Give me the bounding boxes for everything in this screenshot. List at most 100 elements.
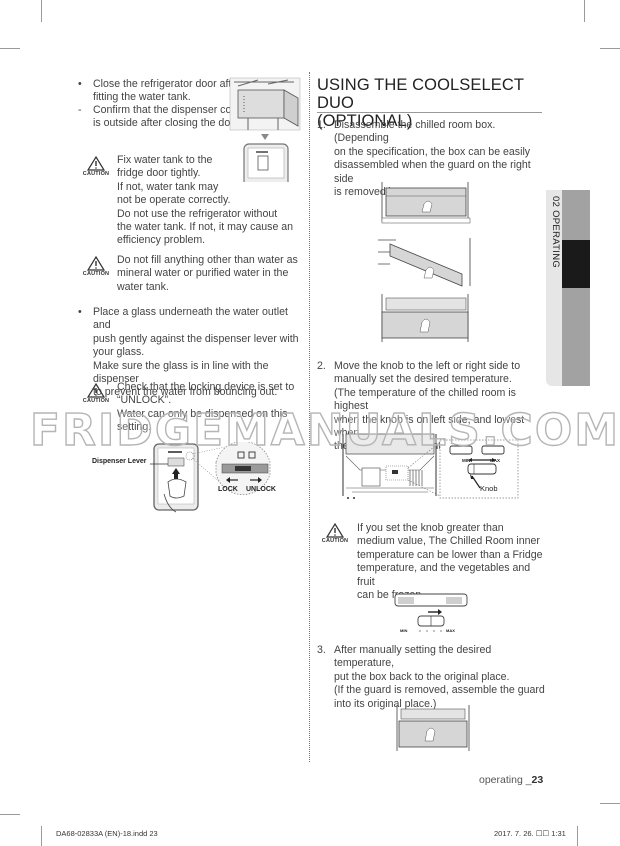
min-label: MIN [462,458,471,463]
caution-line: mineral water or purified water in the [117,267,289,280]
crop-mark [0,48,20,49]
column-divider [309,72,310,762]
caution-line: “UNLOCK”. [117,394,172,407]
file-info: DA68-02833A (EN)-18.indd 23 [56,829,158,838]
caution-line: If not, water tank may [117,180,219,193]
chilled-room-box-illustrations [376,178,486,346]
step-line: on the specification, the box can be eas… [334,145,531,158]
step-number: 3. [317,644,326,656]
caution-line: fridge door tightly. [117,167,201,180]
drawer-removal-drawing [378,182,471,342]
unlock-label: UNLOCK [246,486,276,493]
knob-slider-figure: MIN MAX [394,592,468,636]
caution-text: Fix water tank to the fridge door tightl… [117,154,317,248]
side-tab-bar [562,190,590,386]
step-line: manually set the desired temperature. [334,373,512,386]
bullet-line: push gently against the dispenser lever … [93,332,299,345]
step-text: After manually setting the desired tempe… [334,644,549,711]
caution-block: CAUTION [79,256,113,277]
chilled-room-knob-drawing [342,433,519,499]
caution-line: temperature, and the vegetables and frui… [357,562,531,588]
caution-label: CAUTION [82,398,110,404]
crop-mark [600,803,620,804]
caution-line: If you set the knob greater than [357,522,504,534]
max-label: MAX [446,628,455,633]
bullet-line: Place a glass underneath the water outle… [93,306,288,332]
dash-text: Confirm that the dispenser cock is outsi… [93,104,242,130]
step-line: Disassemble the chilled room box. (Depen… [334,119,496,145]
caution-line: Do not fill anything other than water as [117,254,298,266]
knob-position-figure: MIN MAX Knob [340,432,520,500]
step-text: Disassemble the chilled room box. (Depen… [334,119,549,199]
dispenser-lever-label: Dispenser Lever [92,458,147,465]
caution-line: the water tank. If not, it may cause an [117,221,294,234]
caution-label: CAUTION [82,171,110,177]
date-info: 2017. 7. 26. ☐☐ 1:31 [494,829,566,838]
caution-line: Check that the locking device is set to [117,381,295,393]
bullet-line: to prevent the water from bouncing out. [93,386,278,399]
section-heading: USING THE COOLSELECT DUO (OPTIONAL) [317,76,547,130]
bullet-mark: • [78,306,82,318]
caution-line: Do not use the refrigerator without [117,207,278,220]
caution-label: CAUTION [321,538,349,544]
crop-mark [41,826,42,846]
bullet-mark: • [78,78,82,90]
lock-label: LOCK [218,486,238,493]
knob-label: Knob [480,484,498,493]
crop-mark [584,0,585,22]
bullet-item: • Place a glass underneath the water out… [78,306,308,400]
caution-line: medium value, The Chilled Room inner [357,535,540,548]
caution-text: Do not fill anything other than water as… [117,254,307,294]
bullet-line: Make sure the glass is in line with the … [93,359,269,386]
step-line: disassembled when the guard on the right… [334,159,531,185]
heading-line: (OPTIONAL) [317,112,413,130]
caution-label: CAUTION [82,271,110,277]
page-number: 23 [531,774,544,786]
heading-line: USING THE COOLSELECT DUO [317,76,524,112]
step-line: After manually setting the desired tempe… [334,644,492,670]
caution-triangle-icon [87,156,105,171]
bullet-line: your glass. [93,346,145,359]
max-label: MAX [490,458,500,463]
step-line: put the box back to the original place. [334,670,510,683]
caution-triangle-icon [87,256,105,271]
step-number: 2. [317,360,326,372]
caution-line: Water can only be dispensed on this [117,407,288,420]
caution-block: CAUTION [318,523,352,544]
bullet-item: • Close the refrigerator door after fitt… [78,78,248,105]
crop-mark [41,0,42,22]
crop-mark [600,48,620,49]
drawer-replace-drawing [396,705,470,751]
step-line: (If the guard is removed, assemble the g… [334,684,545,697]
caution-line: not be operate correctly. [117,194,231,207]
caution-text: If you set the knob greater than medium … [357,522,547,602]
caution-block: CAUTION [79,383,113,404]
dispenser-drawing [150,441,271,513]
dash-mark: - [78,104,82,116]
caution-line: Fix water tank to the [117,154,213,166]
side-tab-active-marker [562,240,590,288]
side-tab-label: 02 OPERATING [550,196,561,269]
dispenser-lever-figure: Dispenser Lever LOCK UNLOCK [92,441,292,514]
box-reassembly-illustration [393,703,473,755]
knob-slider-drawing [394,593,468,632]
dash-item: - Confirm that the dispenser cock is out… [78,104,248,131]
caution-line: efficiency problem. [117,234,206,247]
watermark: FRIDGEMANUALS.COM [29,404,620,456]
caution-line: setting. [117,421,152,434]
caution-triangle-icon [326,523,344,538]
page-footer: operating _23 [479,774,543,786]
caution-line: temperature can be lower than a Fridge [357,548,543,561]
side-tab-background [546,190,562,386]
caution-block: CAUTION [79,156,113,177]
caution-line: water tank. [117,280,169,293]
step-line: (The temperature of the chilled room is … [334,386,516,413]
caution-triangle-icon [87,383,105,398]
step-line: Move the knob to the left or right side … [334,360,521,372]
min-label: MIN [400,628,408,633]
bullet-text: Place a glass underneath the water outle… [93,306,308,400]
step-number: 1. [317,119,326,131]
crop-mark [0,814,20,815]
bullet-text: Close the refrigerator door after fittin… [93,78,241,104]
heading-rule [317,112,542,113]
